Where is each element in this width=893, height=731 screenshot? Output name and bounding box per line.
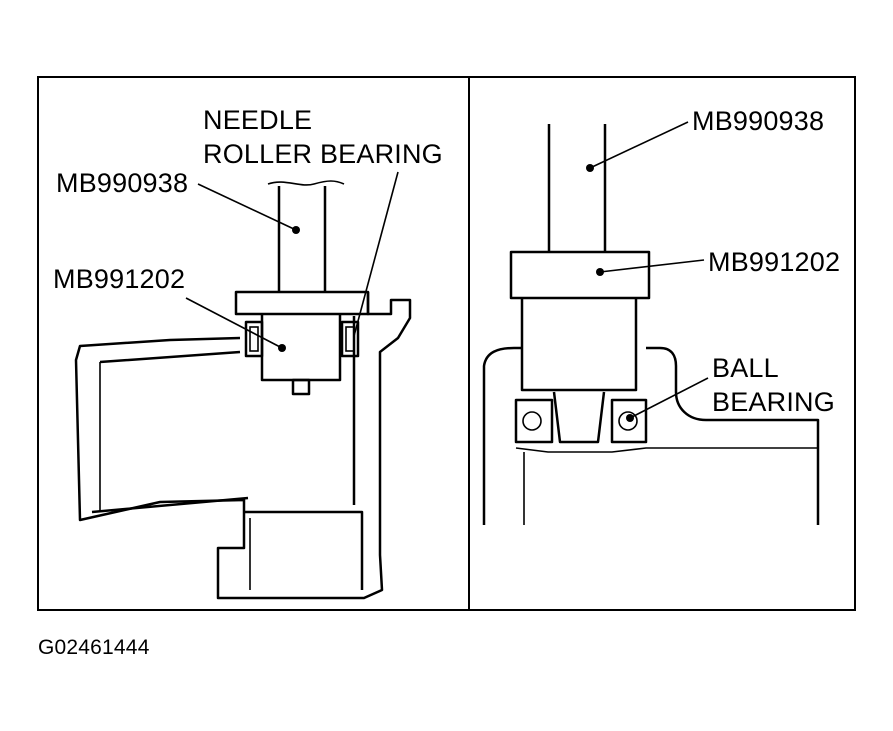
label-left-mb990938: MB990938: [56, 168, 189, 198]
label-right-mb991202: MB991202: [708, 247, 841, 277]
leader-left-mb991202: [185, 297, 283, 349]
figure-id: G02461444: [38, 636, 150, 659]
left-tool-shaft: [267, 180, 345, 292]
leader-needle-bearing: [353, 171, 399, 337]
leader-right-mb990938: [589, 121, 689, 169]
right-panel-frame: [468, 76, 856, 611]
label-needle: NEEDLE: [203, 105, 313, 135]
left-housing: [74, 292, 412, 600]
left-installer: [234, 290, 370, 396]
leader-left-mb990938: [197, 183, 297, 231]
label-roller-bearing: ROLLER BEARING: [203, 139, 443, 169]
right-panel-drawing: [482, 121, 820, 525]
right-installer: [509, 250, 651, 444]
leader-ball-bearing: [629, 377, 709, 419]
ball-bearing: [514, 398, 648, 444]
label-ball: BALL: [712, 353, 779, 383]
label-bearing: BEARING: [712, 387, 835, 417]
label-right-mb990938: MB990938: [692, 106, 825, 136]
left-panel-drawing: [74, 171, 412, 600]
label-left-mb991202: MB991202: [53, 264, 186, 294]
right-tool-shaft: [547, 124, 607, 252]
right-housing: [482, 346, 820, 525]
leader-right-mb991202: [599, 259, 705, 273]
needle-roller-bearing: [244, 320, 360, 358]
